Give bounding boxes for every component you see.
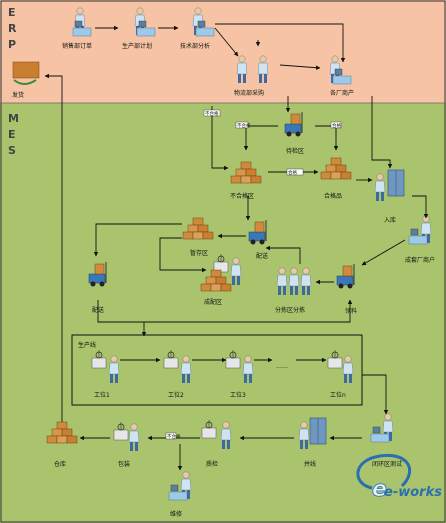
picking-node: 领料 [336, 263, 357, 315]
warehouse-label: 仓库 [54, 460, 66, 468]
tag-defect-1: 不合格 [237, 122, 251, 129]
qualified-label: 合格品 [324, 192, 342, 200]
tag-pass-1: 合格 [288, 169, 297, 176]
shipping-label: 发货 [12, 91, 24, 99]
sales-order-label: 销售部订单 [62, 42, 92, 50]
production-plan-node: 生产部计划 [122, 7, 156, 50]
closed-loop-test-node: 闭环区测试 [370, 413, 402, 468]
station-ellipsis: …… [276, 363, 288, 370]
packing-node: 包装 [113, 421, 140, 468]
station-1-label: 工位1 [94, 391, 110, 399]
sales-order-node: 销售部订单 [62, 7, 92, 50]
erp-letter-e: E [8, 6, 16, 19]
production-plan-label: 生产部计划 [122, 42, 152, 50]
purchasing-node: 物流部采购 [234, 55, 269, 97]
production-line-box [71, 334, 363, 406]
tag-qualified-1: 合格 [332, 122, 341, 129]
sorting-area-node: 分拣区分拣 [275, 267, 312, 314]
station-1-node: 工位1 [91, 349, 120, 399]
inspection-area-label: 待检区 [286, 147, 304, 155]
closed-loop-test-label: 闭环区测试 [372, 460, 402, 468]
tech-analysis-node: 技术部分析 [180, 7, 215, 50]
kitting-area-label: 成配区 [204, 298, 222, 306]
station-3-node: 工位3 [225, 349, 254, 399]
kitting-area-node: 成配区 [200, 253, 242, 306]
warehouse-in-label: 入库 [384, 216, 396, 224]
merge-label: 并线 [304, 460, 316, 468]
delivery-b-node: 配送 [248, 219, 268, 260]
tag-unqualified-1: 不合格 [205, 110, 219, 117]
supplier-account-label: 成套厂商户 [405, 256, 435, 264]
e-works-logo-icon: e e-works [356, 453, 442, 502]
repair-label: 维修 [170, 510, 182, 518]
storage-area-label: 暂存区 [190, 249, 208, 257]
supplier-label: 各厂商产 [330, 89, 354, 97]
warehouse-in-node: 入库 [374, 169, 405, 224]
shipping-node: 发货 [12, 61, 40, 99]
station-n-label: 工位n [330, 391, 346, 399]
nonconforming-area-node: 不合格区 [230, 161, 262, 200]
merge-node: 并线 [298, 417, 327, 468]
mes-letter-e: E [8, 128, 16, 141]
sorting-area-label: 分拣区分拣 [275, 306, 305, 314]
storage-area-node: 暂存区 [182, 217, 214, 257]
qualified-node: 合格品 [320, 157, 352, 200]
station-n-node: 工位n [327, 349, 354, 399]
station-2-node: 工位2 [163, 349, 192, 399]
mes-letter-s: S [8, 144, 16, 157]
watermark-brand: e-works [384, 485, 442, 500]
erp-letter-p: P [8, 38, 16, 51]
production-line-label: 生产线 [78, 341, 96, 349]
packing-label: 包装 [118, 460, 130, 468]
watermark-e: e [372, 477, 387, 502]
supplier-node: 各厂商产 [329, 55, 354, 97]
mes-letter-m: M [8, 112, 19, 125]
picking-label: 领料 [345, 307, 357, 315]
quality-check-node: 质检 [201, 419, 232, 468]
tag-repair-flag: 不合格 [167, 433, 181, 440]
purchasing-label: 物流部采购 [234, 89, 264, 97]
erp-band [0, 0, 446, 103]
tech-analysis-label: 技术部分析 [180, 42, 210, 50]
supplier-account-node: 成套厂商户 [405, 215, 435, 264]
warehouse-node: 仓库 [46, 421, 78, 468]
erp-letter-r: R [8, 22, 17, 35]
quality-check-label: 质检 [206, 460, 218, 468]
station-3-label: 工位3 [230, 391, 246, 399]
mes-band [0, 103, 446, 523]
station-2-label: 工位2 [168, 391, 184, 399]
delivery-b-label: 配送 [256, 252, 268, 260]
nonconforming-area-label: 不合格区 [230, 192, 254, 200]
inspection-area-node: 待检区 [284, 111, 304, 155]
repair-node: 维修 [168, 471, 192, 518]
